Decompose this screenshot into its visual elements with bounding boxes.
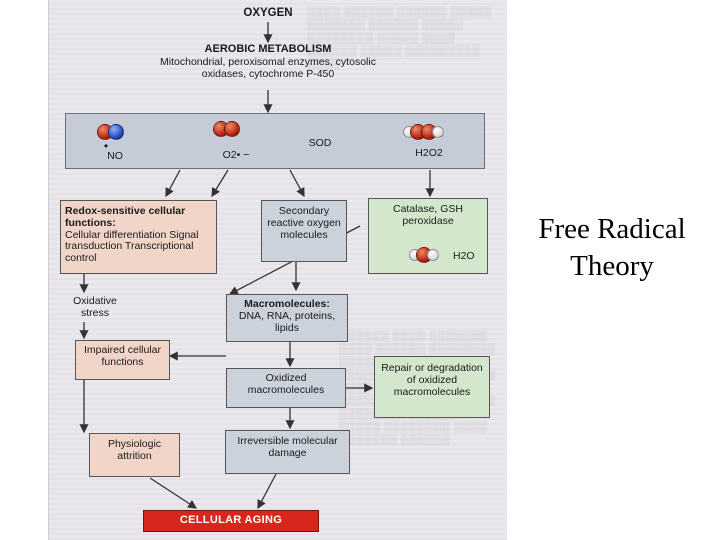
h2o-label: H2O (453, 251, 475, 263)
catalase-box: Catalase, GSH peroxidase H2O (368, 198, 488, 274)
macromolecules-heading: Macromolecules: (230, 299, 344, 311)
aerobic-detail: Mitochondrial, peroxisomal enzymes, cyto… (140, 57, 396, 81)
repair-box: Repair or degradation of oxidized macrom… (374, 356, 490, 418)
superoxide-label: O2• − (216, 150, 256, 162)
catalase-label: Catalase, GSH peroxidase (373, 204, 483, 228)
h2o2-molecule-icon (403, 124, 444, 140)
redox-body: Cellular differentiation Signal transduc… (65, 230, 212, 265)
no-molecule-icon (97, 124, 124, 140)
aerobic-heading: AEROBIC METABOLISM (168, 43, 368, 55)
oxygen-label: OXYGEN (208, 7, 328, 20)
no-label: NO (100, 151, 130, 163)
h2o-molecule-icon (409, 247, 439, 263)
physiologic-box: Physiologic attrition (89, 433, 180, 477)
oxidized-box: Oxidized macromolecules (226, 368, 346, 408)
redox-heading: Redox-sensitive cellular functions: (65, 206, 212, 230)
macromolecules-body: DNA, RNA, proteins, lipids (230, 311, 344, 335)
secondary-box: Secondary reactive oxygen molecules (261, 200, 347, 262)
arrow-o2-to-secondary (290, 170, 304, 196)
arrow-irreversible-to-aging (258, 474, 276, 508)
arrow-physiologic-to-aging (150, 478, 196, 508)
slide-title: Free Radical Theory (512, 211, 712, 285)
sod-label: SOD (300, 138, 340, 150)
arrow-o2-to-redox (212, 170, 228, 196)
superoxide-molecule-icon (213, 121, 240, 137)
arrow-no-to-redox (166, 170, 180, 196)
impaired-box: Impaired cellular functions (75, 340, 170, 380)
macromolecules-box: Macromolecules: DNA, RNA, proteins, lipi… (226, 294, 348, 342)
h2o2-label: H2O2 (406, 148, 452, 160)
redox-box: Redox-sensitive cellular functions: Cell… (60, 200, 217, 274)
oxidative-stress-label: Oxidative stress (60, 296, 130, 320)
cellular-aging-box: CELLULAR AGING (143, 510, 319, 532)
irreversible-box: Irreversible molecular damage (225, 430, 350, 474)
